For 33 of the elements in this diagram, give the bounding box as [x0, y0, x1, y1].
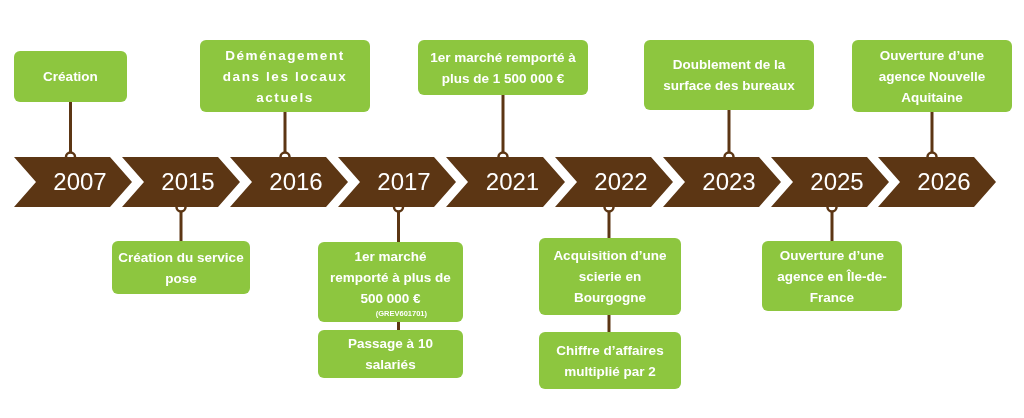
event-text: Création du service pose — [118, 248, 244, 288]
event-text: Passage à 10 salariés — [347, 335, 434, 374]
event-text: Ouverture d’une agence en Île-de-France — [776, 246, 888, 307]
event-text: 1er marché remporté à plus de 1 500 000 € — [429, 48, 577, 88]
year-label: 2026 — [917, 168, 971, 196]
year-label: 2025 — [810, 168, 864, 196]
event-box — [418, 40, 588, 95]
year-label: 2022 — [594, 168, 648, 196]
event-text: Déménagement dans les locaux actuels — [221, 46, 349, 107]
event-text: Doublement de la surface des bureaux — [662, 56, 796, 95]
year-label: 2017 — [377, 168, 431, 196]
event-box — [318, 242, 463, 322]
year-label: 2007 — [53, 168, 107, 196]
event-text: Ouverture d’une agence Nouvelle Aquitaine — [877, 46, 987, 107]
connector-line — [397, 322, 400, 330]
year-label: 2015 — [161, 168, 215, 196]
year-label: 2021 — [485, 168, 540, 196]
year-label: 2016 — [269, 168, 323, 196]
event-box — [852, 40, 1012, 112]
event-box — [14, 51, 127, 102]
event-box — [112, 241, 250, 294]
event-box — [539, 238, 681, 315]
event-text: Chiffre d’affaires multiplié par 2 — [555, 341, 665, 381]
event-text: Création — [42, 68, 99, 86]
event-box — [318, 330, 463, 378]
event-box — [539, 332, 681, 389]
year-label: 2023 — [702, 168, 756, 196]
event-box — [200, 40, 370, 112]
event-box — [762, 241, 902, 311]
event-text: 1er marché remporté à plus de 500 000 € — [329, 247, 452, 308]
event-box — [644, 40, 814, 110]
connector-line — [607, 315, 611, 332]
event-text: Acquisition d’une scierie en Bourgogne — [552, 247, 668, 307]
